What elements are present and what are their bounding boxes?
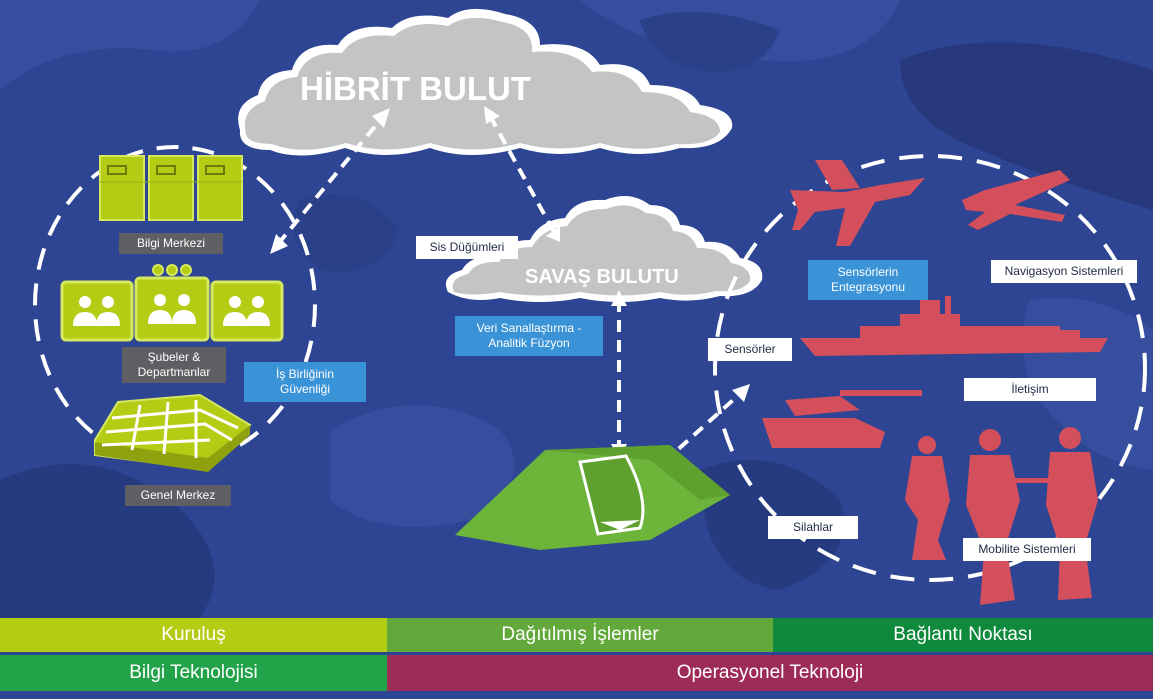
dashed-connector-arrows xyxy=(276,115,744,464)
hybrid-cloud xyxy=(238,8,733,156)
band-operational-technology: Operasyonel Teknoloji xyxy=(387,655,1153,691)
war-cloud xyxy=(445,196,763,302)
band-information-technology: Bilgi Teknolojisi xyxy=(0,655,387,691)
server-cabinet-icon xyxy=(99,155,243,221)
label-business-security: İş Birliğinin Güvenliği xyxy=(244,362,366,402)
tank-icon xyxy=(762,390,922,448)
label-branches: Şubeler & Departmanlar xyxy=(122,347,226,383)
label-sensors: Sensörler xyxy=(708,338,792,361)
band-distributed-ops: Dağıtılmış İşlemler xyxy=(387,618,773,652)
drone-icon xyxy=(962,170,1070,230)
fighter-jet-icon xyxy=(790,160,925,246)
label-fog-nodes: Sis Düğümleri xyxy=(416,236,518,259)
headquarters-building-icon xyxy=(94,393,252,472)
label-virtualization: Veri Sanallaştırma - Analitik Füzyon xyxy=(455,316,603,356)
warship-icon xyxy=(800,296,1108,356)
war-cloud-title: SAVAŞ BULUTU xyxy=(525,266,679,288)
label-data-center: Bilgi Merkezi xyxy=(119,233,223,254)
video-conference-screen-icon xyxy=(60,264,284,342)
ot-dashed-ring xyxy=(713,154,1147,582)
label-sensor-integration: Sensörlerin Entegrasyonu xyxy=(808,260,928,300)
label-mobility: Mobilite Sistemleri xyxy=(963,538,1091,561)
band-institution: Kuruluş xyxy=(0,618,387,652)
band-connection-point: Bağlantı Noktası xyxy=(773,618,1153,652)
tent-icon xyxy=(455,445,730,550)
label-navigation: Navigasyon Sistemleri xyxy=(991,260,1137,283)
label-communication: İletişim xyxy=(964,378,1096,401)
label-headquarters: Genel Merkez xyxy=(125,485,231,506)
hybrid-cloud-title: HİBRİT BULUT xyxy=(300,70,531,107)
label-weapons: Silahlar xyxy=(768,516,858,539)
soldier-icon xyxy=(905,427,1098,605)
